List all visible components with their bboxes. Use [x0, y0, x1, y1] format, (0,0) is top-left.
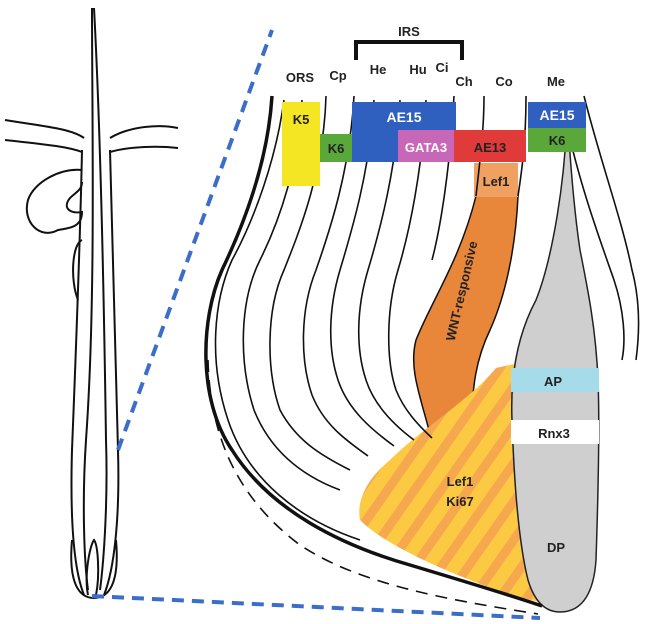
epidermis-line-2	[5, 140, 82, 152]
ae15-right-label: AE15	[539, 107, 574, 123]
zoom-line-bottom	[92, 596, 540, 618]
hair-shaft-right	[94, 8, 107, 590]
epidermis-line-3	[110, 126, 178, 138]
k6-left-label: K6	[328, 141, 345, 156]
ors-label: ORS	[286, 70, 315, 85]
ae13-label: AE13	[474, 140, 507, 155]
ki67-label: Ki67	[446, 494, 473, 509]
epidermis-line-1	[5, 120, 84, 138]
hu-label: Hu	[409, 62, 426, 77]
k6-right-label: K6	[549, 133, 566, 148]
cp-label: Cp	[329, 68, 346, 83]
me-label: Me	[547, 74, 565, 89]
zoom-line-top	[118, 30, 272, 450]
he-label: He	[370, 62, 387, 77]
co-label: Co	[495, 74, 512, 89]
ae15-left-label: AE15	[386, 109, 421, 125]
irs-label: IRS	[398, 24, 420, 39]
dermal-papilla	[512, 108, 599, 612]
k5-label: K5	[293, 112, 310, 127]
dp-label: DP	[547, 540, 565, 555]
follicle-wall-right	[104, 150, 118, 595]
hair-shaft-left	[84, 8, 93, 590]
ch-label: Ch	[455, 74, 472, 89]
follicle-overview	[5, 8, 178, 598]
ap-label: AP	[544, 374, 562, 389]
sebaceous-gland	[27, 170, 82, 233]
lef1-top-label: Lef1	[483, 174, 510, 189]
irs-bracket	[356, 42, 462, 60]
rnx3-label: Rnx3	[538, 426, 570, 441]
lef1-matrix-label: Lef1	[447, 474, 474, 489]
gata3-label: GATA3	[405, 140, 447, 155]
epidermis-line-4	[110, 147, 178, 152]
ci-label: Ci	[436, 60, 449, 75]
